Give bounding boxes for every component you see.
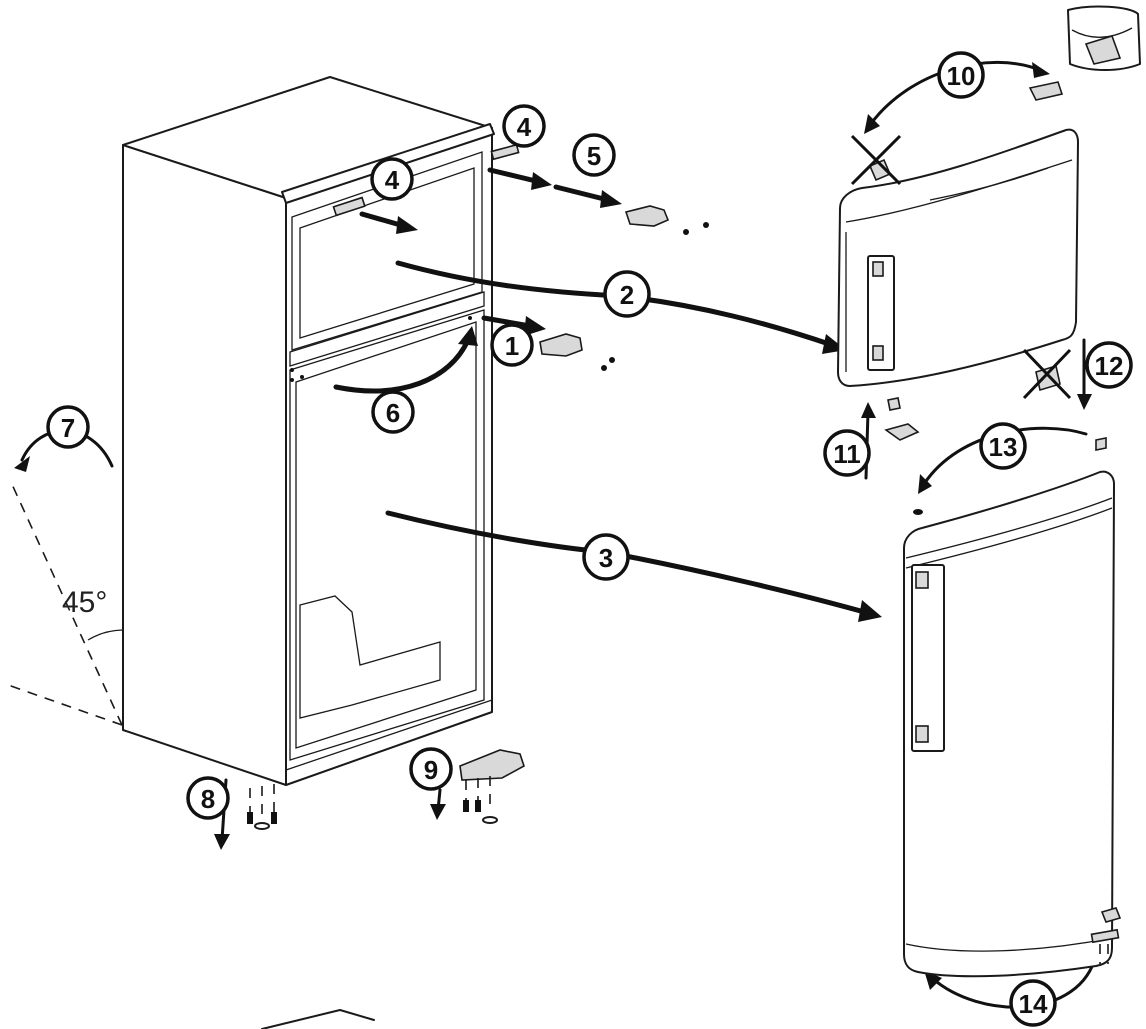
- callout-4-front: 4: [370, 157, 414, 201]
- hole: [300, 375, 304, 379]
- callout-1: 1: [490, 323, 534, 367]
- left-feet-screws: [247, 784, 277, 830]
- cabinet-side-panel: [122, 144, 287, 786]
- fridge-cabinet: [122, 76, 495, 786]
- arrows: [14, 60, 1098, 1009]
- fridge-door-body: [903, 470, 1115, 978]
- svg-text:10: 10: [947, 61, 976, 91]
- crossed-stop: [1022, 348, 1072, 400]
- door-stop-part: [884, 423, 920, 441]
- svg-text:4: 4: [385, 165, 400, 195]
- parts-bag-icon: [1067, 5, 1141, 71]
- callout-2: 2: [603, 270, 651, 318]
- svg-text:14: 14: [1019, 989, 1048, 1019]
- svg-text:5: 5: [587, 141, 601, 171]
- cabinet-base: [285, 699, 493, 786]
- freezer-inner: [299, 167, 475, 339]
- callout-6: 6: [371, 390, 415, 434]
- freezer-door-body: [837, 128, 1079, 387]
- fridge-door: [903, 437, 1122, 978]
- svg-text:8: 8: [201, 784, 215, 814]
- fridge-door-handle: [911, 564, 945, 752]
- svg-text:12: 12: [1095, 351, 1124, 381]
- hinge-parts: [247, 143, 709, 830]
- callout-4-top: 4: [502, 104, 546, 148]
- tilt-guide: 45°: [7, 479, 123, 726]
- hole: [290, 378, 294, 382]
- crisper-drawer: [299, 595, 441, 719]
- callout-9: 9: [409, 747, 453, 791]
- freezer-slot: [332, 196, 366, 217]
- svg-text:2: 2: [620, 280, 634, 310]
- callout-12: 12: [1085, 341, 1133, 389]
- callout-5: 5: [572, 133, 616, 177]
- callout-11: 11: [823, 429, 871, 477]
- cabinet-front: [285, 127, 493, 786]
- callout-8: 8: [186, 776, 230, 820]
- partial-box-edge: [261, 1009, 375, 1029]
- fridge-compartment: [289, 309, 485, 761]
- fridge-inner: [295, 321, 477, 749]
- top-cap: [1028, 81, 1064, 101]
- angle-label: 45°: [62, 586, 107, 619]
- svg-text:9: 9: [424, 755, 438, 785]
- svg-text:6: 6: [386, 398, 400, 428]
- crossed-pin-top: [850, 134, 902, 186]
- svg-text:4: 4: [517, 112, 532, 142]
- freezer-door: [837, 5, 1141, 441]
- svg-text:7: 7: [61, 413, 75, 443]
- hole: [468, 316, 472, 320]
- svg-text:13: 13: [989, 432, 1018, 462]
- top-hinge: [624, 205, 670, 227]
- freezer-door-handle: [867, 255, 895, 371]
- divider-rail: [289, 291, 485, 367]
- callout-3: 3: [582, 533, 630, 581]
- svg-text:3: 3: [599, 543, 613, 573]
- right-feet-screws: [463, 776, 498, 824]
- bottom-hinge: [459, 749, 525, 781]
- callout-14: 14: [1009, 979, 1057, 1027]
- hole: [290, 368, 294, 372]
- middle-hinge: [539, 333, 583, 357]
- hinge-cover: [490, 143, 520, 161]
- callout-7: 7: [46, 405, 90, 449]
- callout-10: 10: [937, 51, 985, 99]
- callout-13: 13: [979, 422, 1027, 470]
- svg-text:11: 11: [833, 439, 861, 469]
- svg-text:1: 1: [505, 331, 519, 361]
